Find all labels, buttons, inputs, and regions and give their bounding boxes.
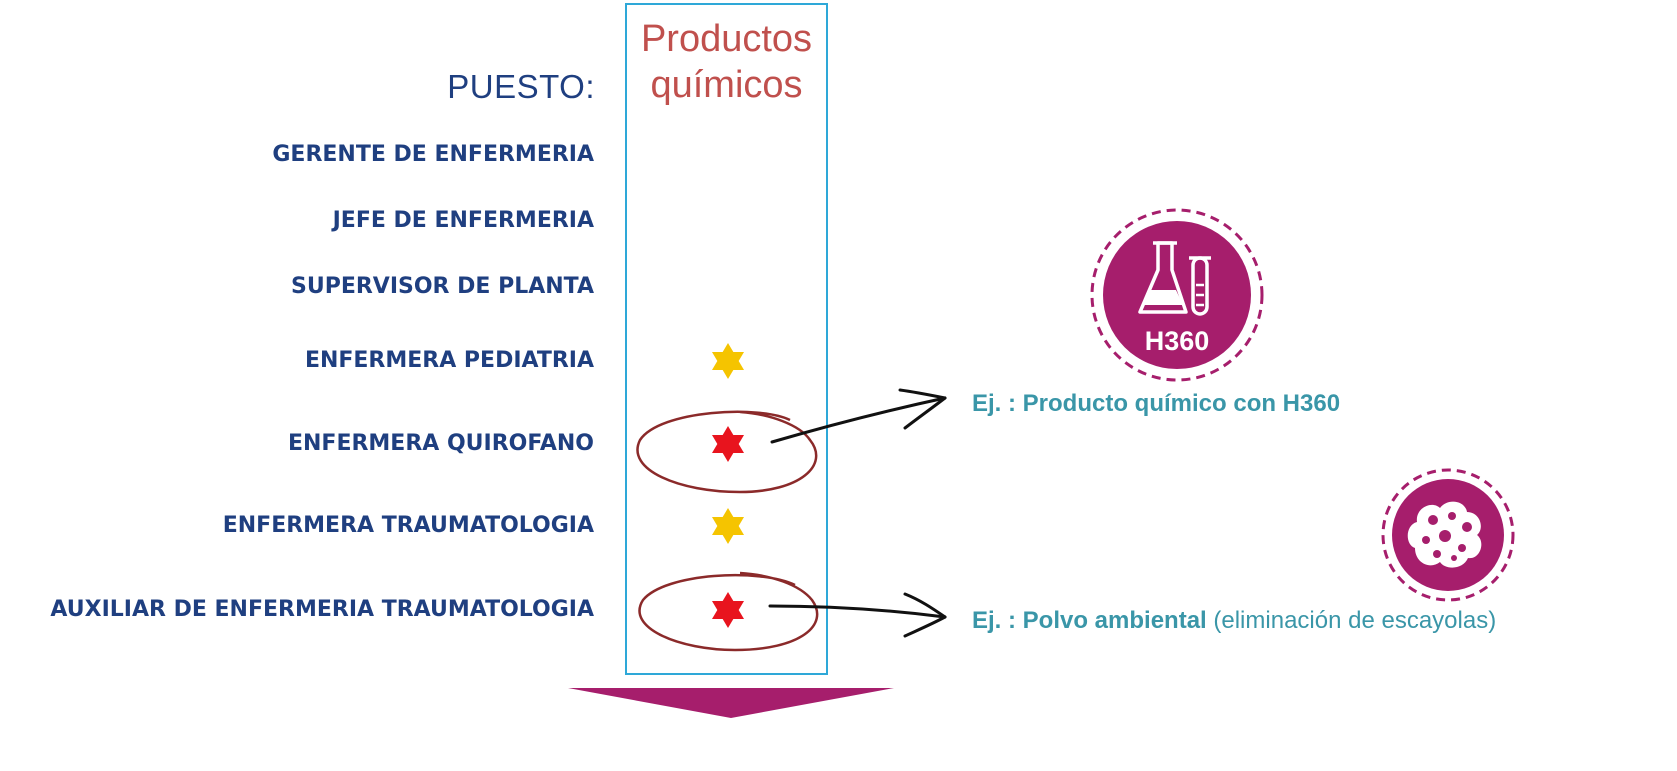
row-label-jefe: JEFE DE ENFERMERIA (332, 208, 594, 233)
column-header-line1: Productos (640, 18, 813, 60)
column-header-line2: químicos (650, 64, 803, 106)
red-star-icon (712, 592, 744, 628)
dust-badge (1381, 468, 1515, 602)
example-dust: Ej. : Polvo ambiental (eliminación de es… (972, 607, 1496, 635)
example-h360: Ej. : Producto químico con H360 (972, 390, 1340, 418)
row-label-auxiliar: AUXILIAR DE ENFERMERIA TRAUMATOLOGIA (50, 597, 594, 622)
flask-icon (1138, 241, 1211, 316)
pointer-arrow (770, 388, 947, 444)
example-dust-text: Polvo ambiental (1022, 607, 1207, 634)
row-label-quirofano: ENFERMERA QUIROFANO (287, 431, 594, 456)
highlight-circle (638, 571, 819, 652)
row-label-pediatria: ENFERMERA PEDIATRIA (304, 348, 594, 373)
hazard-column-box (625, 3, 828, 675)
down-arrow (568, 688, 894, 718)
red-star-icon (712, 426, 744, 462)
highlight-circle (636, 410, 818, 494)
example-h360-prefix: Ej. : (972, 390, 1023, 417)
h360-code: H360 (1145, 326, 1210, 356)
example-h360-text: Producto químico con H360 (1022, 390, 1341, 417)
row-label-traumatologia: ENFERMERA TRAUMATOLOGIA (222, 513, 594, 538)
example-dust-prefix: Ej. : (972, 607, 1023, 634)
pointer-arrow (768, 592, 947, 638)
row-label-gerente: GERENTE DE ENFERMERIA (272, 142, 594, 167)
yellow-star-icon (712, 343, 744, 379)
row-label-supervisor: SUPERVISOR DE PLANTA (290, 274, 594, 299)
column-header: Productos químicos (625, 16, 828, 108)
dust-cloud-icon (1407, 501, 1482, 568)
example-dust-detail: (eliminación de escayolas) (1206, 607, 1497, 634)
yellow-star-icon (712, 508, 744, 544)
puesto-label: PUESTO: (447, 68, 595, 105)
h360-badge: H360 (1090, 208, 1264, 382)
